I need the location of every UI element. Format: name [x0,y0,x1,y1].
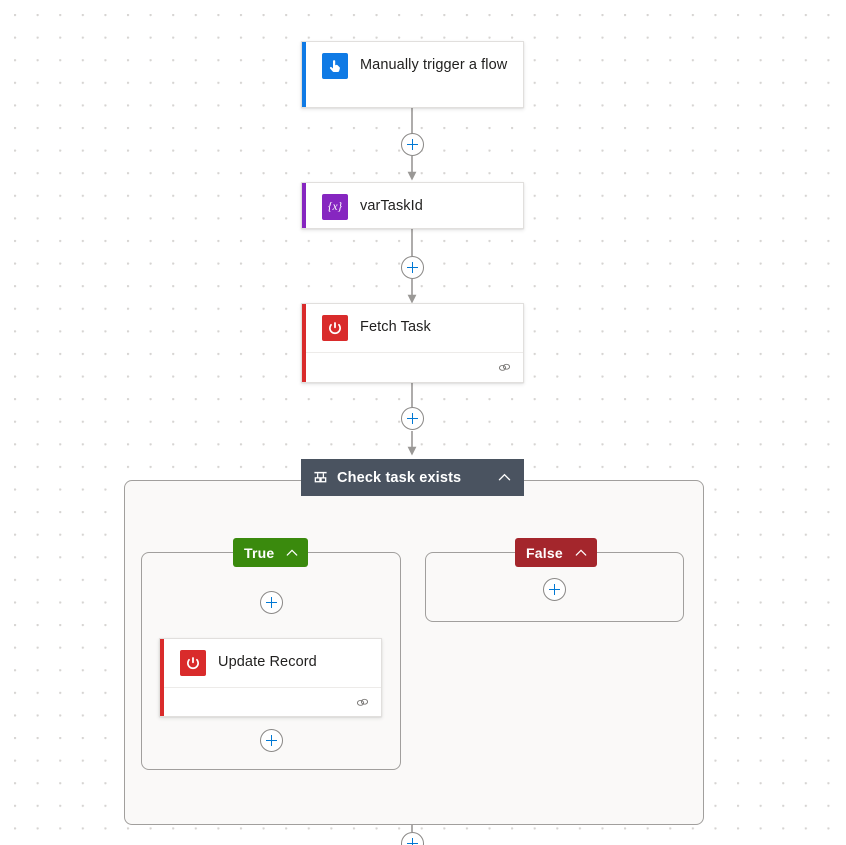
node-accent-bar [302,304,306,382]
add-step-button-after-condition[interactable] [401,832,424,845]
branch-label: True [244,544,275,561]
chevron-up-icon[interactable] [483,470,512,485]
node-update-record[interactable]: Update Record [159,638,382,717]
node-accent-bar [302,183,306,228]
node-vartaskid[interactable]: {x} varTaskId [301,182,524,229]
node-header: Update Record [160,639,381,687]
node-manually-trigger-a-flow[interactable]: Manually trigger a flow [301,41,524,108]
node-fetch-task[interactable]: Fetch Task [301,303,524,383]
node-footer [164,687,381,716]
variable-braces-icon: {x} [322,194,348,220]
add-step-button-after-variable[interactable] [401,256,424,279]
node-title: Update Record [218,654,317,671]
condition-header-check-task-exists[interactable]: Check task exists [301,459,524,496]
node-title: Fetch Task [360,319,431,336]
node-header: Fetch Task [302,304,523,352]
add-step-button-true-branch-top[interactable] [260,591,283,614]
variable-braces-glyph: {x} [327,201,343,213]
node-title: varTaskId [360,198,423,215]
branch-badge-false[interactable]: False [515,538,597,567]
node-accent-bar [160,639,164,716]
add-step-button-after-trigger[interactable] [401,133,424,156]
branch-badge-true[interactable]: True [233,538,309,567]
branch-label: False [526,544,563,561]
node-accent-bar [302,42,306,107]
add-step-button-false-branch[interactable] [543,578,566,601]
chevron-up-icon[interactable] [285,546,299,560]
link-chain-icon[interactable] [355,695,370,710]
condition-label: Check task exists [337,469,462,486]
link-chain-icon[interactable] [497,360,512,375]
node-header: {x} varTaskId [302,183,523,231]
tap-hand-icon [322,53,348,79]
add-step-button-true-branch-bottom[interactable] [260,729,283,752]
power-icon [180,650,206,676]
node-footer [306,352,523,381]
chevron-up-icon[interactable] [574,546,588,560]
power-icon [322,315,348,341]
add-step-button-after-fetch-task[interactable] [401,407,424,430]
node-title: Manually trigger a flow [360,57,508,74]
condition-branch-icon [313,470,328,485]
node-header: Manually trigger a flow [302,42,523,90]
